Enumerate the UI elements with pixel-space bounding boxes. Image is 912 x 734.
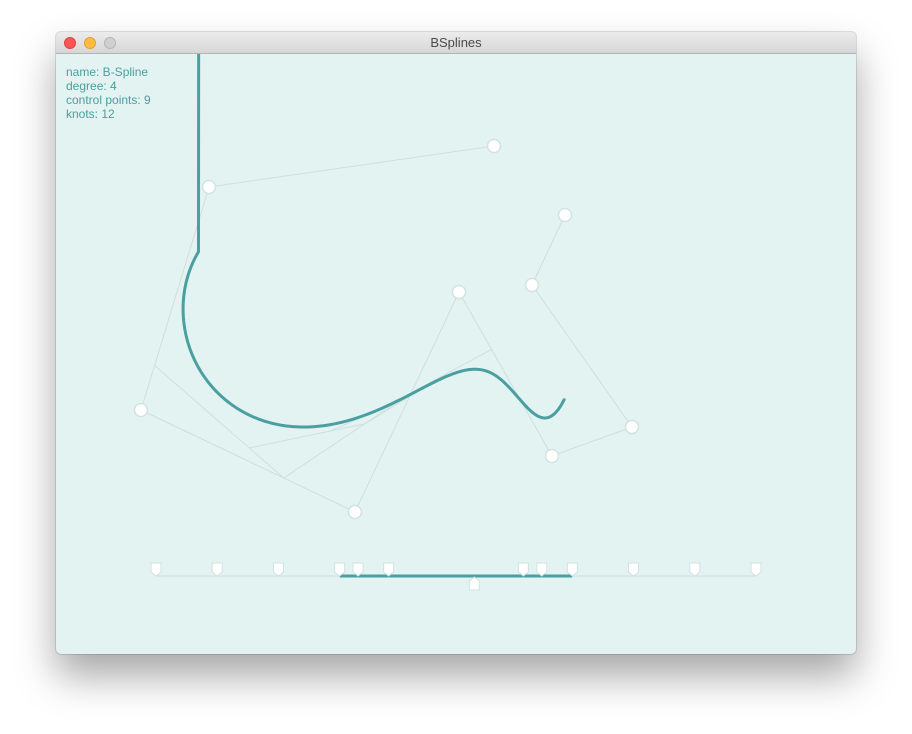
- control-polygon-segment: [531, 214, 566, 286]
- knot-marker[interactable]: [689, 562, 701, 577]
- knot-marker[interactable]: [750, 562, 762, 577]
- control-point-handles[interactable]: [133, 138, 640, 520]
- control-polygon-segment: [551, 426, 633, 457]
- minimize-window-button[interactable]: [84, 37, 96, 49]
- control-polygon-segment: [140, 409, 356, 513]
- de-boor-helper-segment: [283, 392, 412, 479]
- knot-marker[interactable]: [272, 562, 284, 577]
- control-polygon-segment: [458, 291, 553, 457]
- zoom-window-button[interactable]: [104, 37, 116, 49]
- title-bar: BSplines: [56, 32, 856, 54]
- control-point-handle[interactable]: [524, 277, 540, 293]
- bsplines-window: BSplines name: B-Spline degree: 4 contro…: [56, 32, 856, 654]
- control-polygon-segment: [208, 145, 495, 188]
- control-polygon-segment: [531, 284, 633, 428]
- info-name: name: B-Spline: [66, 65, 149, 79]
- knot-marker[interactable]: [334, 562, 346, 577]
- control-point-handle[interactable]: [624, 419, 640, 435]
- control-point-handle[interactable]: [486, 138, 502, 154]
- control-point-handle[interactable]: [557, 207, 573, 223]
- info-degree: degree: 4: [66, 79, 117, 93]
- knot-marker[interactable]: [628, 562, 640, 577]
- knot-marker[interactable]: [150, 562, 162, 577]
- knot-slider[interactable]: [150, 562, 762, 591]
- knot-marker[interactable]: [566, 562, 578, 577]
- knot-marker[interactable]: [383, 562, 395, 577]
- control-polygon-segment: [354, 291, 460, 513]
- control-point-handle[interactable]: [201, 179, 217, 195]
- control-point-handle[interactable]: [544, 448, 560, 464]
- window-title: BSplines: [430, 35, 482, 50]
- de-boor-helper-segment: [154, 365, 284, 479]
- control-point-handle[interactable]: [347, 504, 363, 520]
- curve-layer: [181, 54, 566, 429]
- spline-info-panel: name: B-Spline degree: 4 control points:…: [66, 65, 151, 121]
- de-boor-helper-segment: [249, 423, 365, 449]
- info-control-points: control points: 9: [66, 93, 151, 107]
- knot-marker[interactable]: [352, 562, 364, 577]
- knot-marker[interactable]: [517, 562, 529, 577]
- close-window-button[interactable]: [64, 37, 76, 49]
- spline-canvas[interactable]: name: B-Spline degree: 4 control points:…: [56, 54, 856, 654]
- control-point-handle[interactable]: [133, 402, 149, 418]
- knot-marker[interactable]: [536, 562, 548, 577]
- knot-marker[interactable]: [211, 562, 223, 577]
- parameter-marker[interactable]: [468, 576, 480, 591]
- bspline-curve: [181, 54, 566, 429]
- spline-drawing[interactable]: [56, 54, 856, 654]
- info-knots: knots: 12: [66, 107, 115, 121]
- control-point-handle[interactable]: [451, 284, 467, 300]
